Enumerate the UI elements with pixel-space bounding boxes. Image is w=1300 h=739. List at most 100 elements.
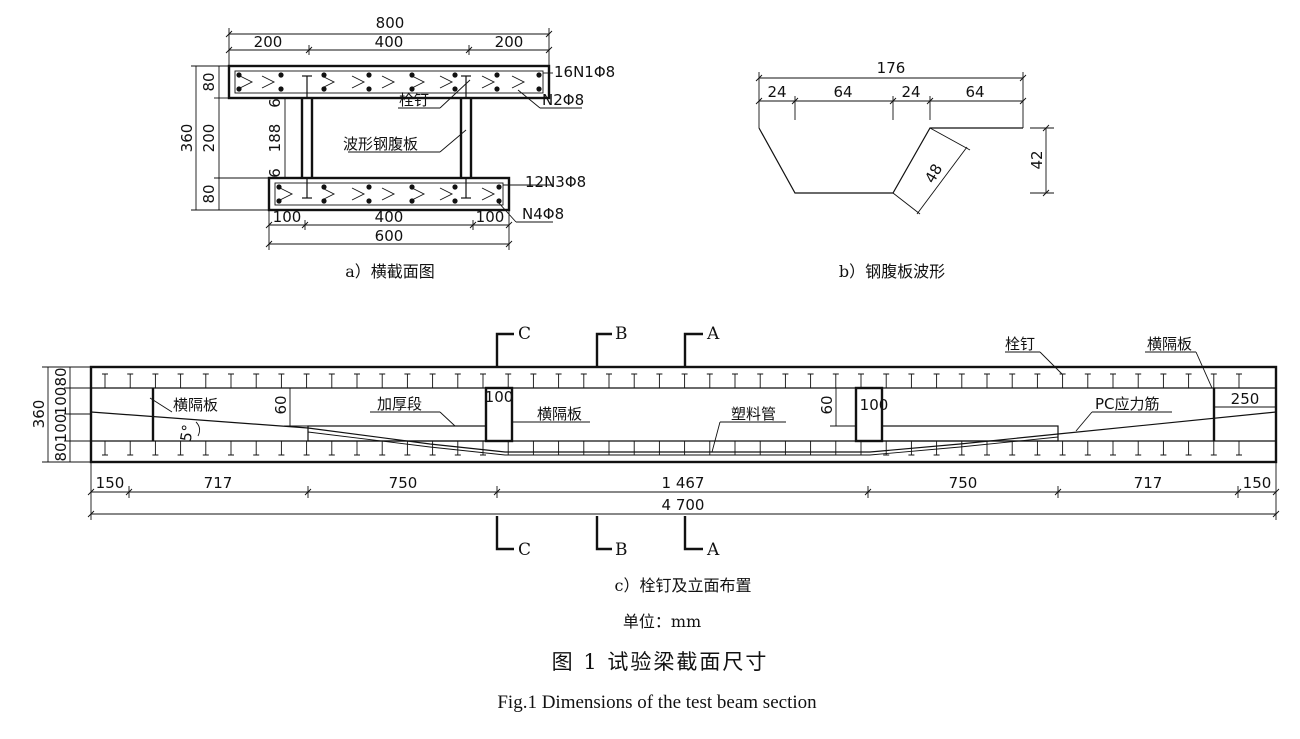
stud-bottom xyxy=(404,441,411,456)
stud-top xyxy=(958,373,965,388)
stud-top xyxy=(228,373,234,388)
stud-top xyxy=(858,373,864,388)
top-dim-3: 200 xyxy=(495,33,524,51)
dim-250: 250 xyxy=(1231,390,1260,408)
stud-top xyxy=(253,373,260,388)
diaphragm-mid-label: 横隔板 xyxy=(537,405,582,423)
stud-top xyxy=(706,373,713,388)
stud-label-a: 栓钉 xyxy=(399,91,429,109)
stud-top xyxy=(1236,373,1242,388)
elev-left-dimensions xyxy=(42,366,91,463)
stud-bottom xyxy=(228,441,234,456)
stud-bottom xyxy=(202,441,209,456)
stud-top xyxy=(379,373,386,388)
studs-top-row xyxy=(102,373,1242,388)
stud-bottom xyxy=(152,441,159,456)
stud-bottom xyxy=(757,441,764,456)
stud-bottom xyxy=(1135,441,1142,456)
panel-a-cross-section: 800 200 400 200 360 80 200 80 6 188 6 xyxy=(178,14,615,281)
stud-bottom xyxy=(631,441,638,456)
stud-bottom xyxy=(681,441,688,456)
elev-dim-7: 150 xyxy=(1243,474,1272,492)
stud-top xyxy=(127,373,134,388)
stud-bottom xyxy=(1059,441,1066,456)
elev-dim-6: 717 xyxy=(1134,474,1163,492)
stud-bottom xyxy=(328,441,335,456)
stud-top xyxy=(102,373,108,388)
stud-top xyxy=(555,373,562,388)
stud-top xyxy=(278,373,285,388)
stud-bottom xyxy=(656,441,663,456)
stud-top xyxy=(1110,373,1116,388)
beam-outline xyxy=(89,365,1278,464)
stud-bottom xyxy=(1034,441,1041,456)
stud-top xyxy=(1160,373,1167,388)
bottom-dimensions xyxy=(265,210,513,250)
stud-bottom xyxy=(1110,441,1116,456)
stud-bottom xyxy=(379,441,386,456)
n2-label: N2Φ8 xyxy=(542,91,584,109)
stud-top xyxy=(1185,373,1192,388)
panel-b-caption: b）钢腹板波形 xyxy=(839,262,945,281)
stud-top xyxy=(606,373,612,388)
left-dimensions xyxy=(191,65,300,211)
stud-top xyxy=(1084,373,1091,388)
elev-left-dim-2: 100 xyxy=(52,387,70,416)
figure-title-en: Fig.1 Dimensions of the test beam sectio… xyxy=(497,692,817,713)
elev-dim-1: 150 xyxy=(96,474,125,492)
diaphragm-left-label: 横隔板 xyxy=(173,396,218,414)
corr-depth-dim: 42 xyxy=(1028,150,1046,169)
bottom-dim-3: 100 xyxy=(476,208,505,226)
thickened-label: 加厚段 xyxy=(377,395,422,413)
corr-dim-3: 24 xyxy=(901,83,920,101)
section-a-bottom: A xyxy=(706,540,720,560)
stud-top xyxy=(656,373,663,388)
web-label: 波形钢腹板 xyxy=(343,135,418,153)
stud-top xyxy=(832,373,839,388)
top-dim-2: 400 xyxy=(375,33,404,51)
stud-top xyxy=(354,373,360,388)
diaphragm-mid-left xyxy=(484,386,514,443)
stud-bottom xyxy=(1185,441,1192,456)
stud-top xyxy=(152,373,159,388)
steel-webs xyxy=(296,97,477,179)
stud-bottom xyxy=(1084,441,1091,456)
stud-bottom xyxy=(807,441,814,456)
corr-overall-dim: 176 xyxy=(877,59,906,77)
stud-bottom xyxy=(732,441,738,456)
web-gap-bottom-dim: 6 xyxy=(266,168,284,178)
corr-dim-4: 64 xyxy=(965,83,984,101)
thickened-seg-left xyxy=(307,425,487,442)
stud-top xyxy=(807,373,814,388)
top-dim-1: 200 xyxy=(254,33,283,51)
elev-dim-4: 1 467 xyxy=(662,474,705,492)
stud-top xyxy=(303,373,310,388)
stud-top xyxy=(580,373,587,388)
dim-100-left: 100 xyxy=(485,388,514,406)
stud-bottom xyxy=(782,441,789,456)
stud-bottom xyxy=(555,441,562,456)
diaphragm-mid-right xyxy=(854,386,884,443)
stud-top xyxy=(505,373,512,388)
unit-label: 单位：mm xyxy=(623,612,701,631)
stud-bottom xyxy=(253,441,260,456)
stud-top xyxy=(908,373,915,388)
stud-top xyxy=(429,373,436,388)
stud-bottom xyxy=(177,441,184,456)
stud-bottom xyxy=(1210,441,1217,456)
dim-60-left: 60 xyxy=(272,395,290,414)
n4-label: N4Φ8 xyxy=(522,205,564,223)
pc-tendon xyxy=(90,411,1277,453)
stud-top xyxy=(177,373,184,388)
stud-top xyxy=(732,373,738,388)
stud-top xyxy=(202,373,209,388)
stud-top xyxy=(1009,373,1016,388)
stud-top xyxy=(757,373,764,388)
corrugation-profile xyxy=(758,127,1023,194)
bottom-overall-dim: 600 xyxy=(375,227,404,245)
elev-dim-3: 750 xyxy=(389,474,418,492)
elev-overall-dim: 4 700 xyxy=(662,496,705,514)
stud-bottom xyxy=(984,441,990,456)
stud-top xyxy=(480,373,486,388)
stud-bottom xyxy=(354,441,360,456)
